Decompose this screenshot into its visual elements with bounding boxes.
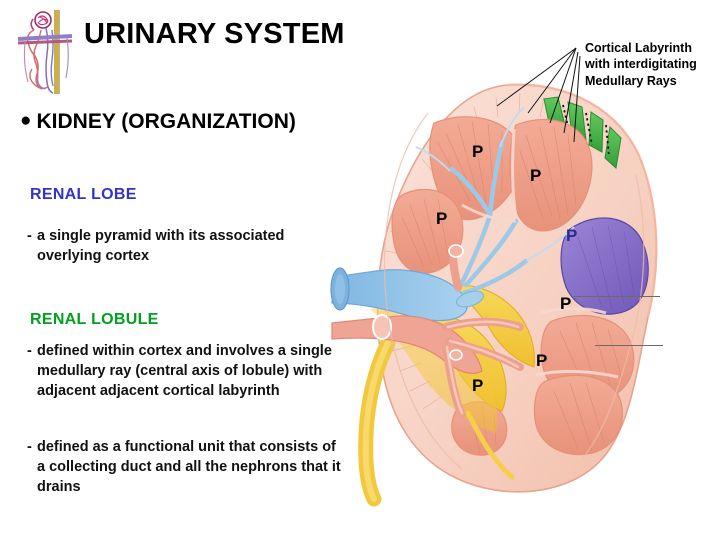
collecting-duct bbox=[465, 410, 515, 480]
renal-calyx bbox=[448, 284, 535, 368]
pyramid-leader-line bbox=[574, 296, 660, 297]
callout-line-1: Cortical Labyrinth bbox=[585, 41, 692, 55]
bullet-label: KIDNEY (ORGANIZATION) bbox=[36, 110, 296, 133]
renal-columns bbox=[461, 128, 619, 379]
pyramid-leader-line bbox=[595, 345, 663, 346]
bullet-dot-icon: ● bbox=[20, 110, 32, 131]
renal-pyramid bbox=[533, 374, 624, 456]
section-bullet-kidney-organization: ●KIDNEY (ORGANIZATION) bbox=[20, 110, 296, 134]
nephron-diagram-icon bbox=[12, 6, 78, 98]
callout-line-3: Medullary Rays bbox=[585, 73, 677, 88]
renal-pyramid-highlighted bbox=[560, 217, 649, 315]
heading-renal-lobule: RENAL LOBULE bbox=[30, 311, 159, 328]
renal-artery-lumen bbox=[372, 314, 392, 340]
list-item-text: defined as a functional unit that consis… bbox=[37, 439, 341, 495]
list-item: - defined within cortex and involves a s… bbox=[27, 341, 345, 401]
list-item: - a single pyramid with its associated o… bbox=[27, 226, 337, 266]
renal-pyramid bbox=[391, 188, 464, 274]
kidney-coronal-section-figure: P P P P P P P bbox=[330, 55, 720, 525]
renal-pyramid bbox=[429, 116, 521, 221]
list-item: - defined as a functional unit that cons… bbox=[27, 437, 345, 497]
callout-line-2: with interdigitating bbox=[585, 57, 697, 72]
heading-renal-lobe: RENAL LOBE bbox=[30, 186, 137, 203]
list-item-text: a single pyramid with its associated ove… bbox=[37, 228, 285, 264]
page-title: URINARY SYSTEM bbox=[84, 18, 345, 50]
interlobar-veins bbox=[449, 140, 529, 296]
callout-cortical-labyrinth: Cortical Labyrinth with interdigitating … bbox=[585, 40, 720, 89]
dash-marker: - bbox=[27, 439, 32, 455]
medullary-ray-dotted-lines bbox=[562, 104, 610, 157]
list-item-text: defined within cortex and involves a sin… bbox=[37, 343, 332, 399]
renal-vein bbox=[331, 269, 468, 322]
dash-marker: - bbox=[27, 228, 32, 244]
dash-marker: - bbox=[27, 343, 32, 359]
